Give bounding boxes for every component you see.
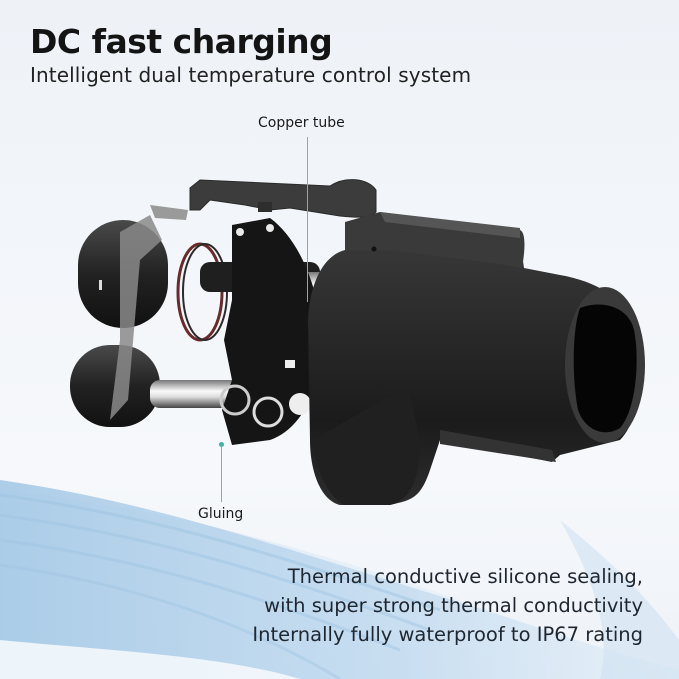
page-subtitle: Intelligent dual temperature control sys… [30, 63, 472, 87]
description-line-2: with super strong thermal conductivity [264, 594, 643, 617]
callout-gluing-dot [219, 442, 224, 447]
feature-description: Thermal conductive silicone sealing, wit… [252, 562, 643, 649]
page-title: DC fast charging [30, 22, 333, 61]
callout-copper-tube: Copper tube [258, 115, 345, 131]
description-line-1: Thermal conductive silicone sealing, [287, 565, 643, 588]
description-line-3: Internally fully waterproof to IP67 rati… [252, 623, 643, 646]
callout-gluing-leader-line [221, 446, 222, 502]
callout-copper-tube-leader-line [307, 137, 308, 302]
callout-gluing: Gluing [198, 506, 244, 522]
